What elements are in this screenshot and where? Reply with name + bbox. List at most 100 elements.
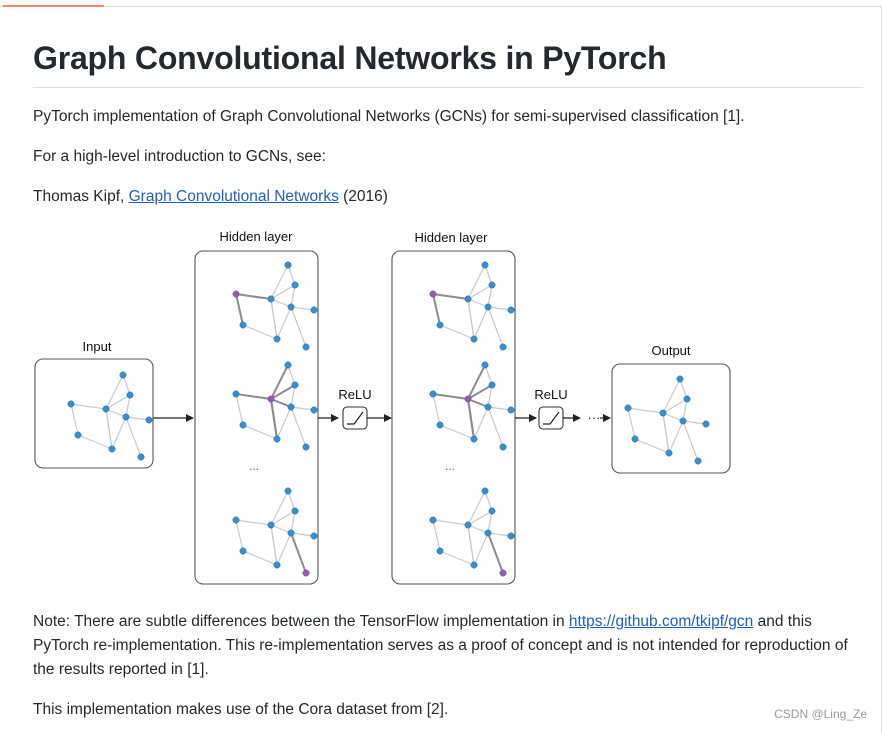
title-divider	[33, 87, 863, 88]
hidden-layer-1-graph-bottom	[232, 487, 318, 577]
graph-node	[484, 529, 492, 537]
graph-edge	[679, 378, 688, 400]
graph-node	[436, 321, 444, 329]
graph-node	[273, 435, 281, 443]
graph-node	[267, 295, 275, 303]
graph-node	[310, 406, 318, 414]
graph-edge	[287, 364, 296, 386]
graph-node	[291, 281, 299, 289]
input-label: Input	[83, 339, 112, 354]
graph-node	[488, 507, 496, 515]
graph-edge	[270, 298, 278, 340]
graph-edge	[668, 420, 684, 454]
graph-edge	[270, 398, 278, 440]
graph-edge	[290, 284, 296, 308]
graph-edge	[487, 532, 512, 537]
graph-edge	[682, 398, 688, 422]
graph-edge	[484, 364, 493, 386]
graph-edge	[487, 306, 512, 311]
graph-node	[464, 295, 472, 303]
graph-edge	[473, 532, 489, 566]
hidden-layer-1-graph-middle	[232, 361, 318, 451]
graph-node	[119, 371, 127, 379]
graph-node	[436, 547, 444, 555]
graph-node	[291, 381, 299, 389]
graph-edge	[467, 398, 489, 408]
graph-edge	[122, 374, 131, 396]
graph-edge	[682, 420, 707, 425]
graph-node	[74, 431, 82, 439]
graph-node	[683, 395, 691, 403]
graph-edge	[290, 384, 296, 408]
graph-node	[507, 406, 515, 414]
graph-edge	[627, 407, 664, 414]
graph-edge	[105, 408, 113, 450]
input-graph-box	[34, 358, 154, 469]
graph-node	[310, 532, 318, 540]
graph-node	[676, 375, 684, 383]
graph-node	[302, 343, 310, 351]
graph-edge	[634, 438, 670, 454]
graph-edge	[662, 398, 688, 414]
graph-node	[284, 361, 292, 369]
graph-node-highlighted	[302, 569, 310, 577]
graph-edge	[467, 524, 475, 566]
graph-node	[232, 516, 240, 524]
graph-edge	[290, 406, 307, 448]
citation-paragraph: Thomas Kipf, Graph Convolutional Network…	[33, 185, 865, 209]
relu-1-icon	[347, 411, 364, 425]
graph-edge	[487, 406, 504, 448]
graph-edge	[235, 519, 244, 552]
graph-node	[239, 321, 247, 329]
graph-edge	[105, 408, 127, 418]
graph-edge	[432, 393, 469, 400]
graph-edge	[662, 378, 681, 414]
graph-node	[665, 449, 673, 457]
gcn-blog-link[interactable]: Graph Convolutional Networks	[128, 188, 339, 205]
input-graph	[67, 371, 153, 461]
graph-edge	[270, 510, 296, 526]
graph-edge	[270, 490, 289, 526]
graph-edge	[467, 510, 493, 526]
graph-node	[310, 306, 318, 314]
graph-node	[232, 390, 240, 398]
graph-edge	[487, 284, 493, 308]
note-prefix: Note: There are subtle differences betwe…	[33, 613, 569, 630]
graph-edge	[125, 416, 142, 458]
graph-edge	[467, 524, 489, 534]
graph-node	[239, 421, 247, 429]
graph-edge	[235, 393, 272, 400]
graph-edge	[270, 284, 296, 300]
graph-edge	[270, 524, 278, 566]
graph-edge	[235, 293, 272, 300]
graph-node	[67, 400, 75, 408]
graph-edge	[682, 420, 699, 462]
output-label: Output	[651, 343, 690, 358]
graph-edge	[487, 306, 504, 348]
relu-2-box	[538, 406, 564, 430]
graph-edge	[270, 264, 289, 300]
graph-edge	[487, 384, 493, 408]
graph-edge	[77, 434, 113, 450]
hidden-layer-1-ellipsis: ...	[249, 459, 259, 473]
graph-edge	[439, 550, 475, 566]
graph-node	[239, 547, 247, 555]
graph-node	[470, 561, 478, 569]
output-graph-box	[611, 363, 731, 474]
graph-node-highlighted	[429, 290, 437, 298]
graph-edge	[484, 264, 493, 286]
graph-node	[499, 343, 507, 351]
graph-node	[126, 391, 134, 399]
graph-node-highlighted	[267, 395, 275, 403]
tkipf-gcn-link[interactable]: https://github.com/tkipf/gcn	[568, 613, 754, 630]
graph-edge	[276, 532, 292, 566]
page-title: Graph Convolutional Networks in PyTorch	[33, 40, 667, 76]
graph-edge	[235, 293, 244, 326]
graph-edge	[432, 393, 441, 426]
hidden-layer-1-graph-top	[232, 261, 318, 351]
graph-edge	[270, 364, 289, 400]
relu-1-box	[342, 406, 368, 430]
top-border	[0, 0, 882, 7]
graph-node	[287, 303, 295, 311]
graph-edge	[290, 306, 307, 348]
